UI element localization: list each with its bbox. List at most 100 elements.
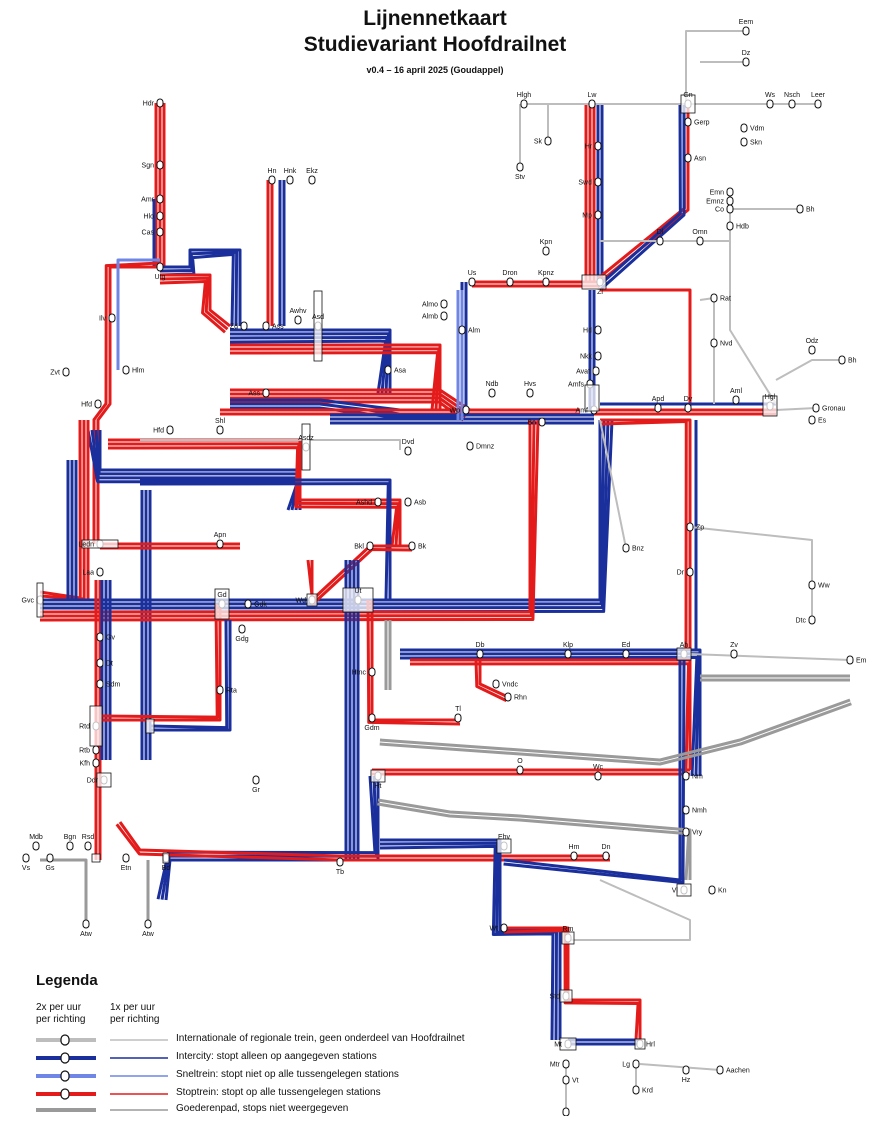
station-label-hfd2: Hfd bbox=[153, 428, 164, 435]
station-label-lg: Lg bbox=[622, 1062, 630, 1069]
station-marker-almb bbox=[440, 311, 448, 321]
international-line-64-0 bbox=[689, 526, 813, 620]
station-label-almo: Almo bbox=[422, 302, 438, 309]
station-label-hlo: Hlo bbox=[143, 214, 154, 221]
station-label-gn: Gn bbox=[683, 92, 692, 99]
hub-box-12 bbox=[89, 705, 103, 747]
station-label-alm: Alm bbox=[468, 328, 480, 335]
station-label-apn: Apn bbox=[214, 532, 227, 539]
intercity-line-36-2 bbox=[379, 844, 555, 1041]
hub-box-1 bbox=[584, 384, 600, 412]
legend-col-2x: 2x per uur per richting bbox=[36, 1002, 85, 1026]
station-label-vt: Vt bbox=[572, 1078, 579, 1085]
station-label-asdz: Asdz bbox=[298, 435, 314, 442]
station-label-bd: Bd bbox=[162, 865, 171, 872]
intercity-line-4-1 bbox=[159, 250, 239, 327]
stoptrein-line-21-1 bbox=[39, 419, 536, 618]
map-title: Lijnennetkaart Studievariant Hoofdrailne… bbox=[0, 6, 870, 58]
station-label-apd: Apd bbox=[652, 396, 665, 403]
station-label-atw: Atw bbox=[80, 931, 93, 938]
station-marker-gronau bbox=[812, 403, 820, 413]
intercity-line-8-0 bbox=[230, 328, 392, 393]
station-marker-omn bbox=[696, 236, 704, 246]
stoptrein-line-27-0 bbox=[310, 544, 412, 602]
legend-heading: Legenda bbox=[36, 972, 98, 989]
intercity-line-37-0 bbox=[503, 660, 682, 882]
station-marker-dt bbox=[96, 658, 104, 668]
station-marker-asn bbox=[684, 153, 692, 163]
intercity-line-26-1 bbox=[149, 619, 229, 730]
station-label-hgl: Hgl bbox=[765, 394, 776, 401]
station-marker-ed bbox=[622, 649, 630, 659]
station-label-nmh: Nmh bbox=[692, 808, 707, 815]
station-marker-sgn bbox=[156, 160, 164, 170]
legend-col-1x: 1x per uur per richting bbox=[110, 1002, 159, 1026]
station-label-odz: Odz bbox=[806, 338, 819, 345]
intercity-line-34-0 bbox=[164, 776, 380, 901]
legend-swatch-stoptrein bbox=[36, 1088, 168, 1100]
intercity-line-36-1 bbox=[379, 841, 558, 1041]
station-marker-laa bbox=[96, 567, 104, 577]
station-label-bgn: Bgn bbox=[64, 834, 77, 841]
station-label-bk: Bk bbox=[418, 544, 427, 551]
station-label-ah: Ah bbox=[680, 642, 689, 649]
station-marker-tb bbox=[336, 857, 344, 867]
station-label-ilv: Ilv bbox=[99, 316, 107, 323]
station-label-vdm: Vdm bbox=[750, 126, 765, 133]
stoptrein-line-21-2 bbox=[39, 419, 540, 622]
hub-box-22 bbox=[91, 853, 101, 863]
station-marker-rat bbox=[710, 293, 718, 303]
stoptrein-line-32-0 bbox=[478, 660, 509, 699]
international-line-66-0 bbox=[689, 653, 851, 661]
intercity-line-30-2 bbox=[399, 655, 699, 777]
stoptrein-line-38-1 bbox=[503, 929, 640, 1041]
station-label-hdb: Hdb bbox=[736, 224, 749, 231]
station-label-gerp: Gerp bbox=[694, 120, 710, 127]
station-label-stv: Stv bbox=[515, 174, 526, 181]
stoptrein-line-18-1 bbox=[39, 419, 86, 601]
hub-box-9 bbox=[306, 593, 318, 607]
station-marker-gs bbox=[46, 853, 54, 863]
station-marker-dl bbox=[656, 236, 664, 246]
hub-box-4 bbox=[680, 94, 696, 114]
station-label-wp: Wp bbox=[450, 408, 461, 415]
station-label-dl: Dl bbox=[657, 229, 664, 236]
station-marker-dn bbox=[602, 851, 610, 861]
station-marker-krd bbox=[632, 1085, 640, 1095]
station-marker-hlgh bbox=[520, 99, 528, 109]
intercity-line-43-0 bbox=[599, 104, 686, 292]
intercity-line-36-0 bbox=[380, 838, 562, 1040]
station-label-es: Es bbox=[818, 418, 827, 425]
station-label-hn: Hn bbox=[268, 168, 277, 175]
station-label-dmnz: Dmnz bbox=[476, 444, 495, 451]
station-label-rm: Rm bbox=[563, 926, 574, 933]
stoptrein-line-5-0 bbox=[160, 273, 231, 328]
hub-box-5 bbox=[762, 395, 778, 417]
hub-box-19 bbox=[559, 1037, 577, 1051]
station-label-rhn: Rhn bbox=[514, 695, 527, 702]
station-label-avat: Avat bbox=[576, 369, 590, 376]
intercity-line-8-2 bbox=[229, 335, 389, 394]
hub-box-14 bbox=[370, 769, 386, 783]
station-marker-bn bbox=[538, 417, 546, 427]
station-marker-ws bbox=[766, 99, 774, 109]
station-marker-utg bbox=[156, 262, 164, 272]
station-marker-hm bbox=[570, 851, 578, 861]
station-label-mdb: Mdb bbox=[29, 834, 43, 841]
station-marker-shl bbox=[216, 425, 224, 435]
station-label-aml: Aml bbox=[730, 388, 743, 395]
station-marker-atw bbox=[82, 919, 90, 929]
station-label-dt: Dt bbox=[106, 661, 113, 668]
station-label-wt: Wt bbox=[489, 926, 498, 933]
station-label-zd: Zd bbox=[230, 324, 238, 331]
station-marker-mdb bbox=[32, 841, 40, 851]
station-marker-hd bbox=[594, 325, 602, 335]
station-label-ashd: Ashd bbox=[356, 500, 372, 507]
station-marker-ilv bbox=[108, 313, 116, 323]
hub-box-18 bbox=[559, 989, 573, 1003]
station-marker-wc bbox=[594, 771, 602, 781]
intercity-line-4-0 bbox=[160, 248, 242, 326]
stoptrein-line-27-1 bbox=[306, 548, 413, 606]
legend-swatch-intercity bbox=[36, 1052, 168, 1064]
